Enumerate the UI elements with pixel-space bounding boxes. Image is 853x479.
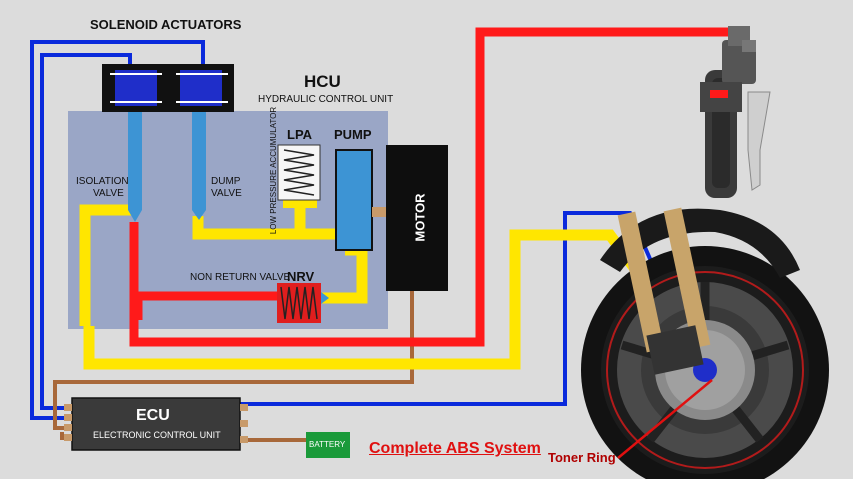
battery-label: BATTERY: [309, 440, 346, 449]
ecu-title: ECU: [136, 407, 170, 424]
pump-cylinder: [335, 149, 373, 251]
solenoid-actuators: [102, 64, 234, 112]
brake-lever: [700, 26, 771, 198]
isolation-valve-label-1: ISOLATION: [76, 176, 129, 187]
ecu-box: [64, 397, 248, 451]
hcu-subtitle: HYDRAULIC CONTROL UNIT: [258, 94, 394, 105]
motor-body: [386, 145, 448, 291]
non-return-valve-label: NON RETURN VALVE: [190, 272, 291, 283]
dump-valve-label-2: VALVE: [211, 188, 242, 199]
toner-ring-label: Toner Ring: [548, 450, 616, 465]
isolation-valve-label-2: VALVE: [93, 188, 124, 199]
motor-shaft: [372, 207, 386, 217]
lpa-label: LPA: [287, 127, 313, 142]
dump-valve-label-1: DUMP: [211, 176, 241, 187]
toner-ring-pointer: [617, 379, 713, 459]
yellow-block: [283, 198, 317, 208]
valve-stems: [128, 112, 206, 222]
motorcycle-wheel: [581, 207, 829, 479]
lpa-spring: [277, 144, 321, 201]
battery-box: [306, 432, 350, 458]
complete-abs-title: Complete ABS System: [369, 440, 541, 457]
solenoid-actuators-label: SOLENOID ACTUATORS: [90, 17, 242, 32]
nrv-valve: [277, 283, 329, 323]
nrv-label: NRV: [287, 269, 315, 284]
ecu-subtitle: ELECTRONIC CONTROL UNIT: [93, 430, 221, 440]
pump-label: PUMP: [334, 127, 372, 142]
lpa-full-label: LOW PRESSURE ACCUMULATOR: [269, 106, 279, 235]
motor-label: MOTOR: [412, 193, 428, 242]
hcu-title: HCU: [304, 72, 341, 91]
